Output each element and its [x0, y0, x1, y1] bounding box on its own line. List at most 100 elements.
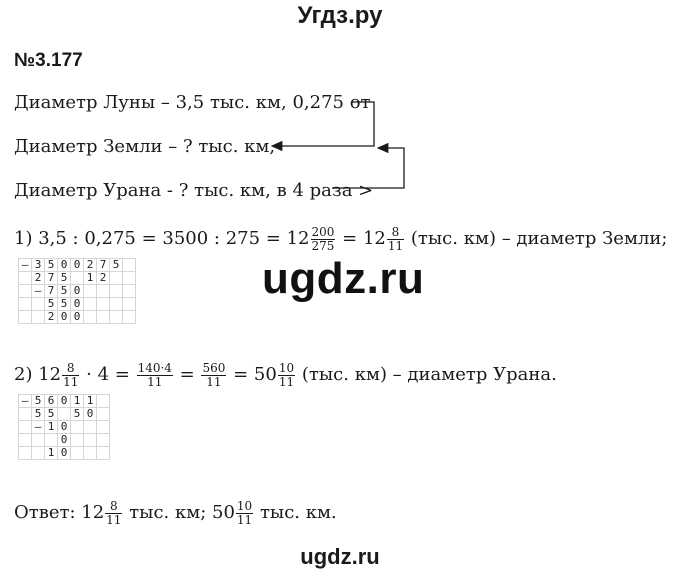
division-cell	[96, 420, 110, 434]
division-cell	[70, 446, 84, 460]
division-cell	[70, 420, 84, 434]
division-cell	[83, 284, 97, 298]
division-cell	[18, 271, 32, 285]
division-cell	[31, 310, 45, 324]
division-cell: 0	[57, 433, 71, 447]
division-cell: 5	[109, 258, 123, 272]
division-cell	[109, 271, 123, 285]
division-cell: 1	[70, 394, 84, 408]
division-cell	[122, 258, 136, 272]
division-cell	[18, 297, 32, 311]
division-cell	[18, 446, 32, 460]
division-cell	[18, 420, 32, 434]
condition-earth: Диаметр Земли – ? тыс. км,	[14, 136, 276, 157]
division-cell	[96, 433, 110, 447]
division-cell: 7	[96, 258, 110, 272]
division-cell	[122, 310, 136, 324]
division-cell	[96, 310, 110, 324]
division-cell	[31, 433, 45, 447]
division-cell: –	[18, 394, 32, 408]
division-cell	[70, 271, 84, 285]
division-cell: 2	[44, 310, 58, 324]
division-cell: 1	[83, 271, 97, 285]
division-cell: 7	[44, 284, 58, 298]
division-cell	[96, 394, 110, 408]
division-cell: 0	[57, 420, 71, 434]
division-cell: 1	[44, 446, 58, 460]
division-cell: 5	[31, 407, 45, 421]
division-cell: –	[31, 420, 45, 434]
division-cell	[18, 284, 32, 298]
division-cell: 5	[31, 394, 45, 408]
division-cell	[83, 310, 97, 324]
division-cell: –	[31, 284, 45, 298]
division-cell	[96, 284, 110, 298]
division-cell: 5	[57, 271, 71, 285]
division-cell	[31, 297, 45, 311]
division-cell	[70, 433, 84, 447]
division-cell: 0	[57, 310, 71, 324]
division-cell	[31, 446, 45, 460]
division-cell: 1	[44, 420, 58, 434]
footer-site: ugdz.ru	[300, 544, 380, 569]
division-cell: –	[18, 258, 32, 272]
division-cell	[122, 297, 136, 311]
division-cell: 5	[57, 284, 71, 298]
division-cell	[96, 446, 110, 460]
division-cell: 5	[44, 258, 58, 272]
division-cell: 2	[31, 271, 45, 285]
division-cell	[122, 284, 136, 298]
division-cell: 2	[96, 271, 110, 285]
division-cell: 0	[70, 310, 84, 324]
division-cell: 0	[57, 446, 71, 460]
division-cell: 0	[70, 258, 84, 272]
division-cell: 5	[44, 297, 58, 311]
problem-number: №3.177	[14, 50, 83, 71]
division-cell: 0	[70, 297, 84, 311]
division-cell: 7	[44, 271, 58, 285]
division-cell	[83, 446, 97, 460]
division-cell: 3	[31, 258, 45, 272]
division-cell: 6	[44, 394, 58, 408]
division-cell	[109, 284, 123, 298]
condition-uranus: Диаметр Урана - ? тыс. км, в 4 раза >	[14, 180, 374, 201]
division-cell: 0	[57, 258, 71, 272]
division-cell	[109, 297, 123, 311]
division-cell	[83, 433, 97, 447]
division-cell	[96, 297, 110, 311]
division-cell	[44, 433, 58, 447]
division-cell	[109, 310, 123, 324]
division-cell	[83, 420, 97, 434]
division-cell	[18, 433, 32, 447]
site-title: Угдз.ру	[297, 2, 383, 29]
division-cell	[18, 407, 32, 421]
division-cell: 5	[70, 407, 84, 421]
division-cell: 0	[70, 284, 84, 298]
division-row: 0	[18, 433, 110, 447]
division-cell	[57, 407, 71, 421]
division-cell	[122, 271, 136, 285]
division-cell: 0	[83, 407, 97, 421]
division-cell	[83, 297, 97, 311]
division-cell: 2	[83, 258, 97, 272]
division-cell	[96, 407, 110, 421]
division-cell: 5	[44, 407, 58, 421]
watermark: ugdz.ru	[262, 254, 425, 303]
division-cell: 5	[57, 297, 71, 311]
division-cell: 0	[57, 394, 71, 408]
division-cell: 1	[83, 394, 97, 408]
